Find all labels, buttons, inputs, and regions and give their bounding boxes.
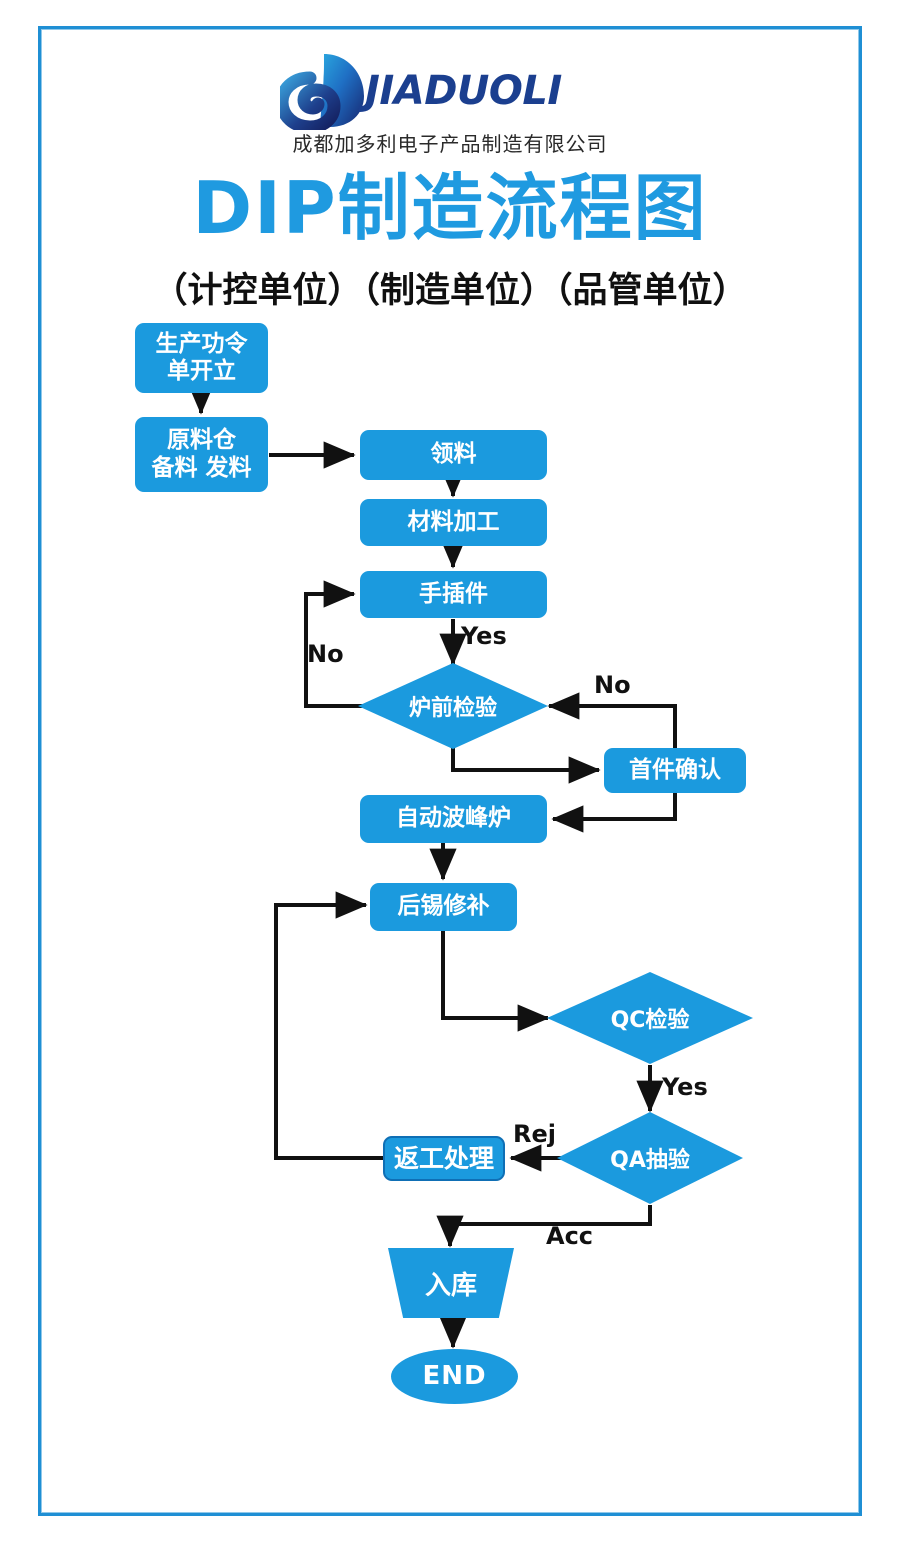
edge-label-yes-prefire: Yes xyxy=(461,622,507,650)
node-rework[interactable]: 返工处理 xyxy=(383,1136,505,1181)
brand-logo: JIADUOLI xyxy=(270,52,610,144)
edge-label-no-loop-left: No xyxy=(307,640,344,668)
page-title: DIP制造流程图 xyxy=(192,166,708,250)
trapezoid-shape xyxy=(388,1248,514,1318)
node-first-article-confirm[interactable]: 首件确认 xyxy=(604,748,746,793)
node-warehouse-in-label: 入库 xyxy=(424,1270,477,1301)
edge-label-rej-qa: Rej xyxy=(513,1120,556,1148)
node-pre-furnace-inspection-label: 炉前检验 xyxy=(408,696,497,721)
node-material-warehouse-line1: 原料仓 xyxy=(166,427,236,454)
edge-label-yes-qc: Yes xyxy=(662,1073,708,1101)
node-material-processing[interactable]: 材料加工 xyxy=(360,499,547,546)
node-production-order-line1: 生产功令 xyxy=(155,330,248,357)
node-end[interactable]: END xyxy=(391,1349,518,1404)
node-production-order[interactable]: 生产功令 单开立 xyxy=(135,323,268,393)
node-qa-sampling[interactable]: QA抽验 xyxy=(557,1112,743,1204)
node-warehouse-in[interactable]: 入库 xyxy=(388,1248,514,1318)
jiaduoli-d-swirl-logo-icon xyxy=(280,54,364,130)
node-pre-furnace-inspection[interactable]: 炉前检验 xyxy=(358,663,548,749)
brand-wordmark: JIADUOLI xyxy=(365,68,562,114)
node-pick-material[interactable]: 领料 xyxy=(360,430,547,480)
node-auto-wave-solder[interactable]: 自动波峰炉 xyxy=(360,795,547,843)
node-manual-insertion[interactable]: 手插件 xyxy=(360,571,547,618)
node-qa-sampling-label: QA抽验 xyxy=(610,1148,690,1173)
node-material-warehouse[interactable]: 原料仓 备料 发料 xyxy=(135,417,268,492)
page-subtitle: （计控单位）（制造单位）（品管单位） xyxy=(152,271,748,311)
node-post-solder-repair[interactable]: 后锡修补 xyxy=(370,883,517,931)
node-production-order-line2: 单开立 xyxy=(167,358,236,384)
edge-label-acc-qa: Acc xyxy=(546,1222,594,1250)
node-qc-inspection-label: QC检验 xyxy=(610,1008,690,1033)
node-qc-inspection[interactable]: QC检验 xyxy=(547,972,753,1064)
company-name: 成都加多利电子产品制造有限公司 xyxy=(292,132,608,156)
node-material-warehouse-line2: 备料 发料 xyxy=(151,454,252,481)
edge-label-no-firstpiece: No xyxy=(594,671,631,699)
